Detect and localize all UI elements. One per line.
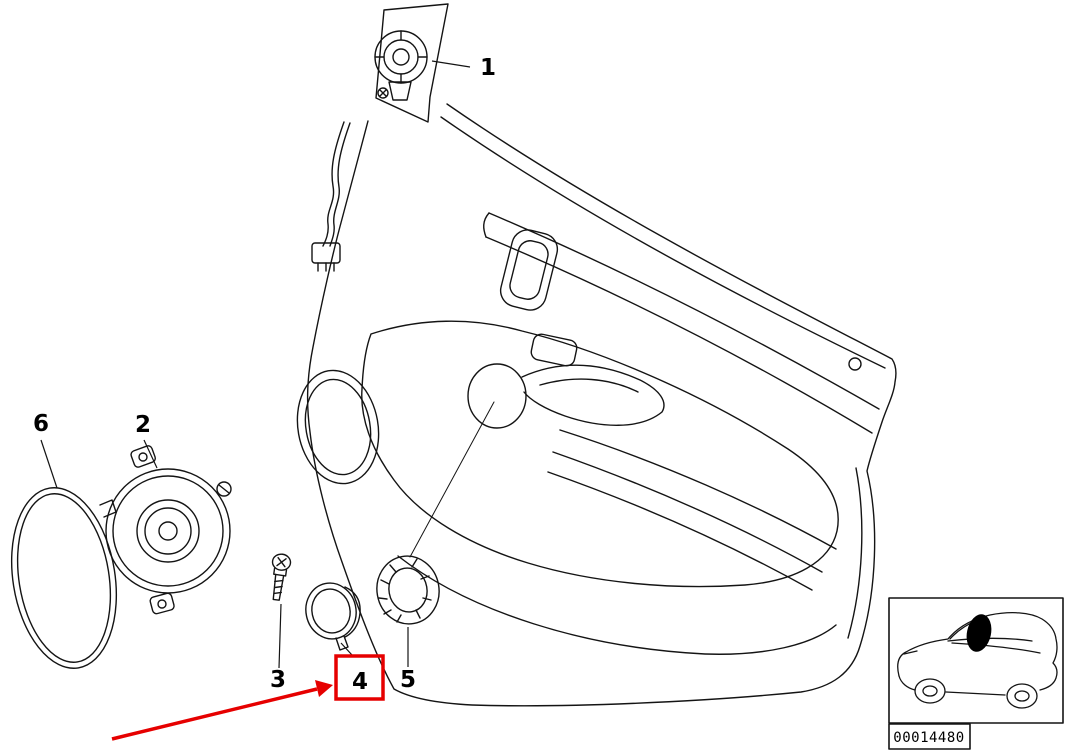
highlight-box xyxy=(334,654,385,701)
leader-1 xyxy=(431,60,471,68)
highlight-annotations xyxy=(111,654,385,741)
highlight-arrow-head xyxy=(315,680,333,697)
callout-4-label[interactable]: 4 xyxy=(352,669,368,695)
wiring-harness xyxy=(311,121,351,272)
leader-6 xyxy=(40,439,58,489)
callout-6-label[interactable]: 6 xyxy=(33,411,49,437)
part-4-cap xyxy=(305,582,361,651)
car-location-inset: 00014480 xyxy=(888,597,1064,750)
part-2-speaker xyxy=(105,445,232,615)
loose-parts xyxy=(10,445,440,669)
front-wheel xyxy=(914,678,946,704)
upper-trim-band xyxy=(483,212,880,434)
callout-5-label[interactable]: 5 xyxy=(400,667,416,693)
car-silhouette xyxy=(897,612,1058,709)
leader-4 xyxy=(340,642,353,656)
door-panel-drawing xyxy=(296,3,897,707)
armrest-pocket xyxy=(361,320,839,655)
callout-2-label[interactable]: 2 xyxy=(135,412,151,438)
window-sill-line xyxy=(440,116,886,369)
leader-line-door-to-parts xyxy=(409,401,495,558)
rear-wheel xyxy=(1006,683,1038,709)
door-speaker-opening xyxy=(296,369,380,485)
location-marker-dot xyxy=(966,614,992,652)
callout-leaders xyxy=(40,60,471,669)
part-number-box xyxy=(888,723,971,750)
callout-3-label[interactable]: 3 xyxy=(270,667,286,693)
part-3-screw xyxy=(271,553,292,601)
part-number-text: 00014480 xyxy=(893,730,964,746)
part-6-cover xyxy=(10,487,118,669)
right-fold-line xyxy=(847,467,863,639)
callout-1-label[interactable]: 1 xyxy=(480,55,496,81)
leader-2 xyxy=(143,439,158,469)
clip-hole xyxy=(848,357,862,371)
door-release-bezel xyxy=(499,229,559,311)
callout-labels: 1 2 3 4 5 6 xyxy=(33,55,496,695)
part-5-ring xyxy=(376,555,440,625)
highlight-arrow-shaft xyxy=(111,687,318,741)
mirror-triangle-trim xyxy=(375,3,449,123)
leader-3 xyxy=(278,603,282,669)
door-handle-cup xyxy=(467,363,527,429)
part-1-tweeter xyxy=(374,30,428,84)
door-outline xyxy=(306,103,897,707)
